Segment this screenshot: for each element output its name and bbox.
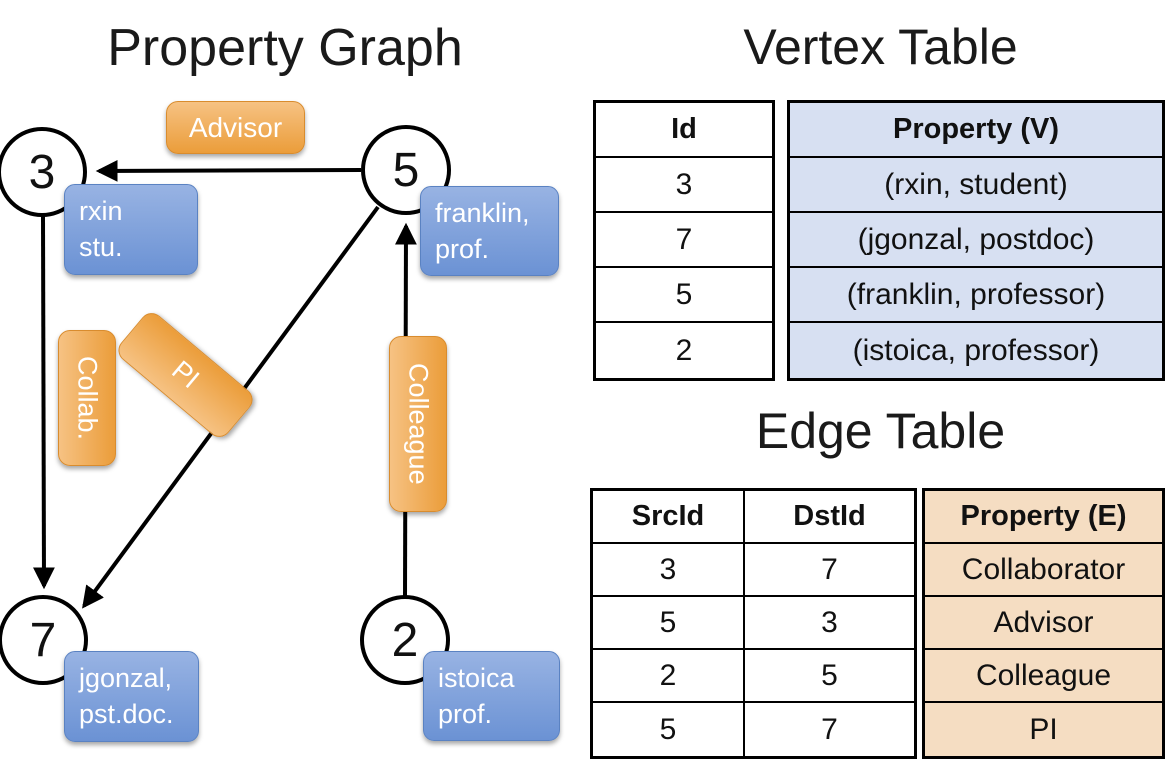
cell-text: Collaborator <box>961 552 1126 586</box>
vertex-property-box-7: jgonzal, pst.doc. <box>64 651 199 742</box>
vertex-property-line: jgonzal, <box>79 663 173 693</box>
cell-text: 7 <box>675 222 693 256</box>
edge-table-srcid-cell: 5 <box>593 597 743 648</box>
vertex-property-line: pst.doc. <box>79 698 174 729</box>
edge-table-id-row: 5 3 <box>593 597 914 650</box>
edge-label-colleague: Colleague <box>389 336 447 512</box>
vertex-table-property-column: Property (V) (rxin, student) (jgonzal, p… <box>787 100 1165 381</box>
edge-table-id-columns: SrcId DstId 3 7 5 3 2 5 5 7 <box>590 488 917 759</box>
vertex-table-property-header: Property (V) <box>790 103 1162 158</box>
edge-table-srcid-cell: 5 <box>593 703 743 756</box>
cell-text: (jgonzal, postdoc) <box>857 222 1095 256</box>
cell-text: 3 <box>659 552 677 586</box>
header-text: SrcId <box>631 500 705 532</box>
node-id-label: 7 <box>29 613 57 667</box>
edge-label-advisor: Advisor <box>166 101 305 154</box>
edge-table-id-header-row: SrcId DstId <box>593 491 914 544</box>
edge-label-text: PI <box>166 354 206 395</box>
vertex-table-id-cell: 7 <box>596 213 772 268</box>
edge-table-title: Edge Table <box>755 403 1006 459</box>
vertex-table-id-cell: 3 <box>596 158 772 213</box>
vertex-table-id-cell: 2 <box>596 323 772 378</box>
cell-text: 5 <box>659 605 677 639</box>
cell-text: (rxin, student) <box>884 167 1068 201</box>
graph-node-3: 3 <box>0 127 87 217</box>
edge-table-id-row: 2 5 <box>593 650 914 703</box>
cell-text: (franklin, professor) <box>846 277 1106 311</box>
cell-text: (istoica, professor) <box>852 333 1100 367</box>
edge-label-text: Collab. <box>72 355 103 441</box>
header-text: Id <box>671 113 697 145</box>
cell-text: 2 <box>659 658 677 692</box>
vertex-table-property-cell: (istoica, professor) <box>790 323 1162 378</box>
cell-text: 7 <box>821 552 838 586</box>
vertex-property-line: prof. <box>435 233 490 264</box>
cell-text: Advisor <box>993 605 1094 639</box>
cell-text: 7 <box>821 712 838 746</box>
vertex-table-id-column: Id 3 7 5 2 <box>593 100 775 381</box>
node-id-label: 5 <box>392 143 420 197</box>
vertex-table-property-cell: (rxin, student) <box>790 158 1162 213</box>
cell-text: 5 <box>821 658 838 692</box>
edge-table-dstid-header: DstId <box>743 491 914 542</box>
cell-text: PI <box>1029 712 1058 746</box>
cell-text: 5 <box>675 277 693 311</box>
vertex-table-title: Vertex Table <box>743 19 1018 75</box>
vertex-property-line: prof. <box>438 698 493 729</box>
vertex-property-line: istoica <box>438 663 515 693</box>
node-id-label: 3 <box>28 145 56 199</box>
edge-table-property-cell: Collaborator <box>925 544 1162 597</box>
edge-table-property-cell: PI <box>925 703 1162 756</box>
edge-table-dstid-cell: 7 <box>743 544 914 595</box>
edge-table-property-cell: Colleague <box>925 650 1162 703</box>
cell-text: 5 <box>659 712 677 746</box>
vertex-property-line: stu. <box>79 231 123 262</box>
vertex-property-line: rxin <box>79 196 123 226</box>
property-graph-title: Property Graph <box>107 19 463 77</box>
edge-table-property-cell: Advisor <box>925 597 1162 650</box>
edge-label-text: Colleague <box>403 363 434 485</box>
edge-table-property-column: Property (E) Collaborator Advisor Collea… <box>922 488 1165 759</box>
edge-line-advisor-5-to-3 <box>95 159 362 182</box>
header-text: Property (E) <box>960 500 1127 532</box>
vertex-table-id-header: Id <box>596 103 772 158</box>
vertex-table-property-cell: (franklin, professor) <box>790 268 1162 323</box>
edge-table-id-row: 3 7 <box>593 544 914 597</box>
header-text: Property (V) <box>893 113 1059 145</box>
vertex-property-box-3: rxin stu. <box>64 184 198 275</box>
edge-label-text: Advisor <box>188 111 283 143</box>
node-id-label: 2 <box>391 613 419 667</box>
edge-table-dstid-cell: 5 <box>743 650 914 701</box>
edge-table-srcid-cell: 3 <box>593 544 743 595</box>
vertex-property-line: franklin, <box>435 198 530 228</box>
vertex-table-id-cell: 5 <box>596 268 772 323</box>
vertex-table-property-cell: (jgonzal, postdoc) <box>790 213 1162 268</box>
edge-label-collab: Collab. <box>58 330 116 466</box>
cell-text: 3 <box>675 167 693 201</box>
cell-text: 2 <box>675 333 693 367</box>
edge-table-id-row: 5 7 <box>593 703 914 756</box>
vertex-property-box-5: franklin, prof. <box>420 186 559 276</box>
edge-table-dstid-cell: 7 <box>743 703 914 756</box>
header-text: DstId <box>793 500 866 532</box>
edge-table-property-header: Property (E) <box>925 491 1162 544</box>
cell-text: 3 <box>821 605 838 639</box>
edge-line-collaborator-3-to-7 <box>32 215 55 590</box>
vertex-property-box-2: istoica prof. <box>423 651 560 741</box>
cell-text: Colleague <box>975 658 1112 692</box>
edge-table-srcid-cell: 2 <box>593 650 743 701</box>
edge-table-srcid-header: SrcId <box>593 491 743 542</box>
edge-table-dstid-cell: 3 <box>743 597 914 648</box>
